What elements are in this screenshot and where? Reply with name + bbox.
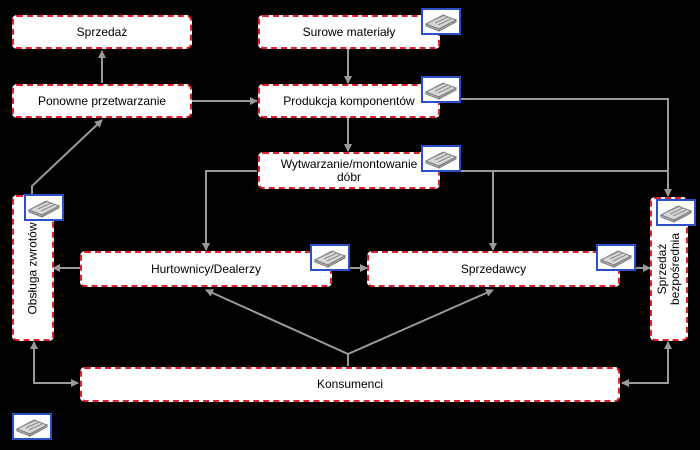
node-konsumenci[interactable]: Konsumenci [80, 367, 620, 402]
equipment-icon [596, 244, 636, 271]
edge-obsluga-ponowne [31, 119, 103, 194]
node-wytwarzanie-label: Wytwarzanie/montowanie dóbr [280, 156, 418, 184]
node-ponowne-przetwarzanie[interactable]: Ponowne przetwarzanie [12, 84, 192, 118]
equipment-icon [421, 145, 461, 172]
edge-obsluga-konsumenci [30, 341, 79, 387]
equipment-icon [310, 244, 350, 271]
edge-bezposrednia-konsumenci [621, 341, 672, 387]
node-produkcja-komponentow-label: Produkcja komponentów [283, 93, 415, 108]
edge-wytwarzanie-sprzedawcy [440, 170, 497, 251]
node-ponowne-przetwarzanie-label: Ponowne przetwarzanie [37, 93, 167, 108]
equipment-icon [12, 413, 52, 440]
equipment-icon [421, 76, 461, 103]
node-sprzedaz-bezposrednia-label-2: bezpośrednia [668, 232, 682, 306]
edge-konsumenci-hurtownicy [205, 289, 349, 355]
node-surowe-materialy[interactable]: Surowe materiały [258, 15, 440, 49]
edge-wytwarzanie-hurtownicy [202, 170, 257, 251]
equipment-icon [421, 8, 461, 35]
node-wytwarzanie[interactable]: Wytwarzanie/montowanie dóbr [258, 152, 440, 189]
node-sprzedawcy[interactable]: Sprzedawcy [367, 251, 620, 287]
node-konsumenci-label: Konsumenci [316, 377, 384, 391]
node-produkcja-komponentow[interactable]: Produkcja komponentów [258, 84, 440, 118]
equipment-icon [656, 199, 696, 226]
node-sprzedaz[interactable]: Sprzedaż [12, 15, 192, 49]
edge-konsumenci-sprzedawcy [347, 289, 494, 355]
node-obsluga-zwrotow-label: Obsługa zwrotów [25, 221, 40, 315]
node-sprzedaz-label: Sprzedaż [76, 24, 128, 39]
equipment-icon [24, 194, 64, 221]
node-hurtownicy-dealerzy-label: Hurtownicy/Dealerzy [150, 261, 262, 276]
edge-produkcja-bezposrednia [440, 98, 672, 197]
node-sprzedawcy-label: Sprzedawcy [460, 261, 527, 276]
node-surowe-materialy-label: Surowe materiały [302, 24, 396, 39]
node-hurtownicy-dealerzy[interactable]: Hurtownicy/Dealerzy [80, 251, 332, 287]
